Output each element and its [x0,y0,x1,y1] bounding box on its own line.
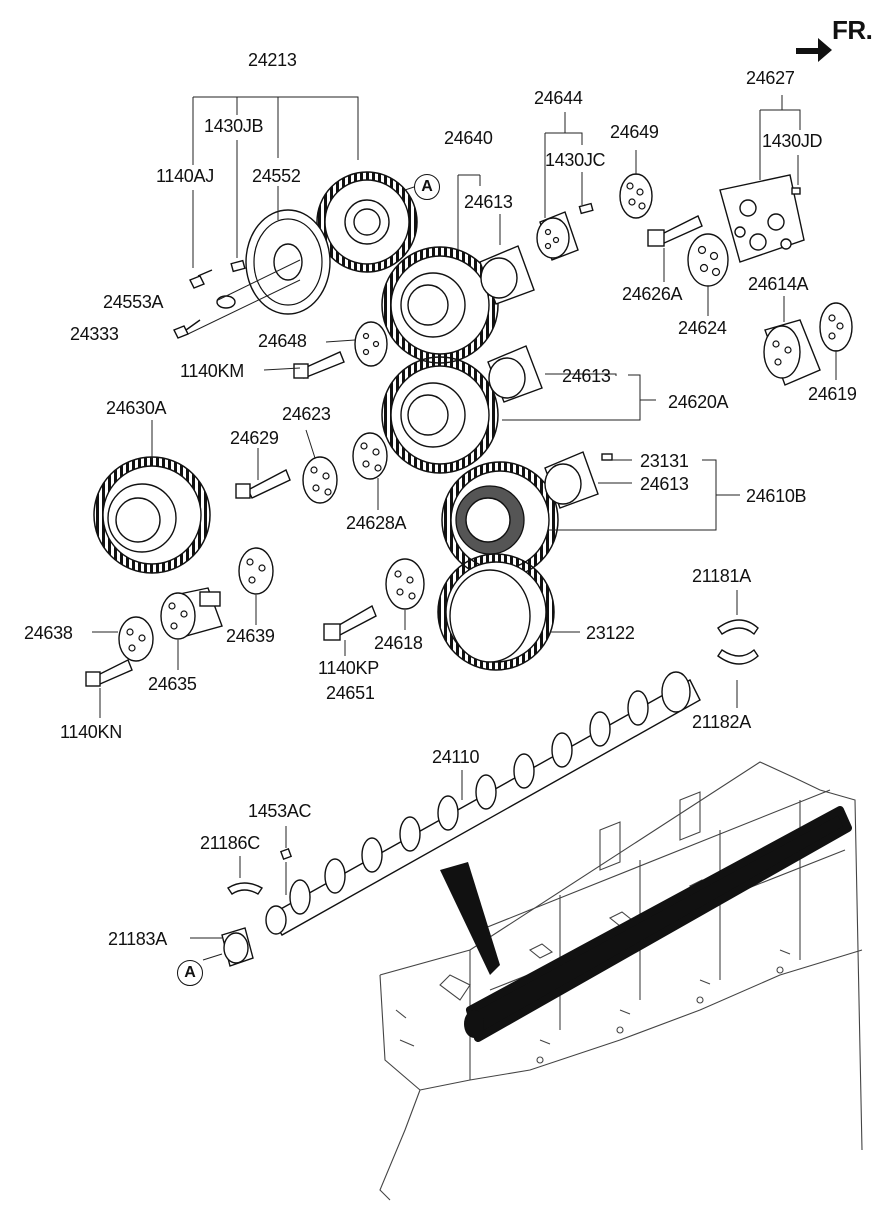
part-label-24626a: 24626A [622,284,683,304]
forward-arrow-icon [796,38,832,62]
plate-24639 [238,547,274,595]
part-label-23122: 23122 [586,623,635,643]
gear-24630A [93,456,211,574]
part-label-24613-middle: 24613 [562,366,611,386]
part-label-24651: 24651 [326,683,375,703]
front-direction-label: FR. [832,15,873,45]
part-label-1140kp: 1140KP [318,658,379,678]
part-label-24627: 24627 [746,68,795,88]
part-label-24614a: 24614A [748,274,809,294]
part-label-24635: 24635 [148,674,197,694]
part-label-24628a: 24628A [346,513,407,533]
part-label-24630a: 24630A [106,398,167,418]
plate-24618 [385,558,425,610]
camshaft-24110 [265,671,701,936]
part-label-24649: 24649 [610,122,659,142]
part-label-1430jd: 1430JD [762,131,823,151]
part-label-24639: 24639 [226,626,275,646]
reference-mark-a-top: A [414,174,440,200]
bolts [85,215,703,687]
part-label-24333: 24333 [70,324,119,344]
bearing-shells [221,619,759,967]
part-label-24552: 24552 [252,166,301,186]
gear-24213 [316,171,418,273]
part-label-21186c: 21186C [200,833,260,853]
part-label-1140kn: 1140KN [60,722,122,742]
small-parts [216,187,801,861]
installed-camshaft [466,806,852,1042]
part-label-24618: 24618 [374,633,423,653]
gear-23122 [437,553,555,671]
part-label-24110: 24110 [432,747,480,767]
plate-24648 [354,321,388,367]
leader-lines [92,95,837,961]
bushings-24613 [479,245,599,509]
plate-24628A [352,432,388,480]
part-label-23131: 23131 [640,451,689,471]
gear-24620A [381,356,499,474]
part-label-24213: 24213 [248,50,297,70]
plate-24624 [687,233,729,287]
part-label-24623: 24623 [282,404,331,424]
part-label-24629: 24629 [230,428,279,448]
part-label-24640: 24640 [444,128,493,148]
part-label-1430jc: 1430JC [545,150,606,170]
part-label-24644: 24644 [534,88,583,108]
part-label-21183a: 21183A [108,929,167,949]
part-label-24648: 24648 [258,331,307,351]
plate-24619 [819,302,853,352]
part-label-1140km: 1140KM [180,361,244,381]
part-label-24620a: 24620A [668,392,729,412]
part-label-21182a: 21182A [692,712,751,732]
part-label-21181a: 21181A [692,566,751,586]
part-label-24610b: 24610B [746,486,807,506]
part-label-24624: 24624 [678,318,727,338]
plate-24623 [302,456,338,504]
cover-24627 [719,174,805,263]
plate-24649 [619,173,653,219]
part-label-1430jb: 1430JB [204,116,264,136]
hub-24635 [160,587,223,640]
flange-24552 [245,209,331,315]
part-label-1453ac: 1453AC [248,801,312,821]
spacer-24644 [536,211,579,261]
gear-24640 [381,246,499,364]
block-24614A [763,319,821,386]
gear-24610B [441,461,559,579]
part-label-24613-lower: 24613 [640,474,689,494]
reference-mark-a-bottom: A [177,960,203,986]
part-label-24553a: 24553A [103,292,164,312]
part-label-24613-upper: 24613 [464,192,513,212]
insertion-arrow [440,862,500,975]
part-label-1140aj: 1140AJ [156,166,214,186]
part-label-24619: 24619 [808,384,857,404]
part-label-24638: 24638 [24,623,73,643]
plate-24638 [118,616,154,662]
